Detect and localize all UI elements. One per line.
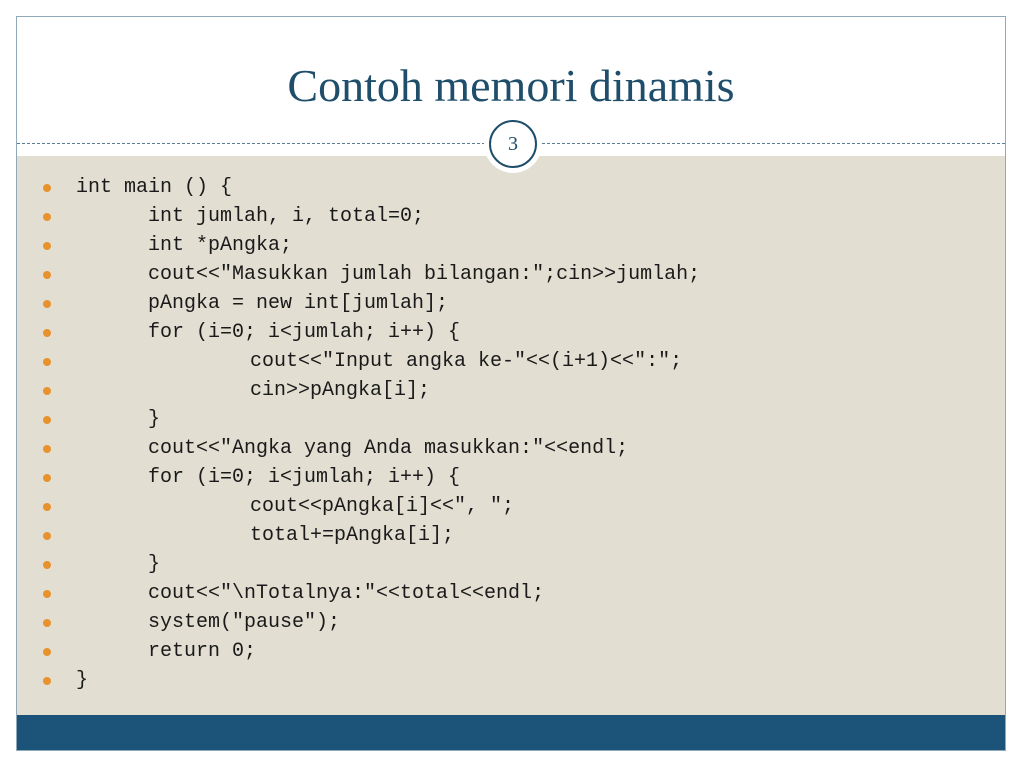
bullet-icon [43, 416, 51, 424]
bullet-icon [43, 300, 51, 308]
code-line-text: cout<<"\nTotalnya:"<<total<<endl; [148, 582, 545, 605]
bullet-icon [43, 271, 51, 279]
content-area [17, 156, 1005, 716]
page-number-badge: 3 [484, 115, 542, 173]
code-line-text: } [76, 669, 89, 692]
code-line-text: } [148, 408, 161, 431]
bullet-icon [43, 358, 51, 366]
slide: Contoh memori dinamis 3 int main () { int… [16, 16, 1006, 751]
bullet-icon [43, 184, 51, 192]
bullet-icon [43, 445, 51, 453]
code-line-text: cout<<"Input angka ke-"<<(i+1)<<":"; [250, 350, 683, 373]
bullet-icon [43, 329, 51, 337]
bullet-icon [43, 387, 51, 395]
code-line-text: int *pAngka; [148, 234, 293, 257]
page-number: 3 [489, 120, 537, 168]
bullet-icon [43, 474, 51, 482]
bullet-icon [43, 677, 51, 685]
bullet-icon [43, 619, 51, 627]
code-line-text: cout<<pAngka[i]<<", "; [250, 495, 515, 518]
code-line-text: cin>>pAngka[i]; [250, 379, 431, 402]
code-line-text: total+=pAngka[i]; [250, 524, 455, 547]
code-line-text: return 0; [148, 640, 257, 663]
code-line-text: system("pause"); [148, 611, 341, 634]
footer-bar [17, 715, 1005, 750]
bullet-icon [43, 532, 51, 540]
code-line-text: int jumlah, i, total=0; [148, 205, 425, 228]
bullet-icon [43, 561, 51, 569]
bullet-icon [43, 648, 51, 656]
slide-title: Contoh memori dinamis [287, 60, 735, 111]
code-line-text: int main () { [76, 176, 233, 199]
bullet-icon [43, 590, 51, 598]
code-line-text: cout<<"Masukkan jumlah bilangan:";cin>>j… [148, 263, 701, 286]
code-line-text: } [148, 553, 161, 576]
code-line-text: cout<<"Angka yang Anda masukkan:"<<endl; [148, 437, 629, 460]
bullet-icon [43, 503, 51, 511]
code-line-text: for (i=0; i<jumlah; i++) { [148, 321, 461, 344]
bullet-icon [43, 213, 51, 221]
code-line-text: for (i=0; i<jumlah; i++) { [148, 466, 461, 489]
code-line-text: pAngka = new int[jumlah]; [148, 292, 449, 315]
bullet-icon [43, 242, 51, 250]
